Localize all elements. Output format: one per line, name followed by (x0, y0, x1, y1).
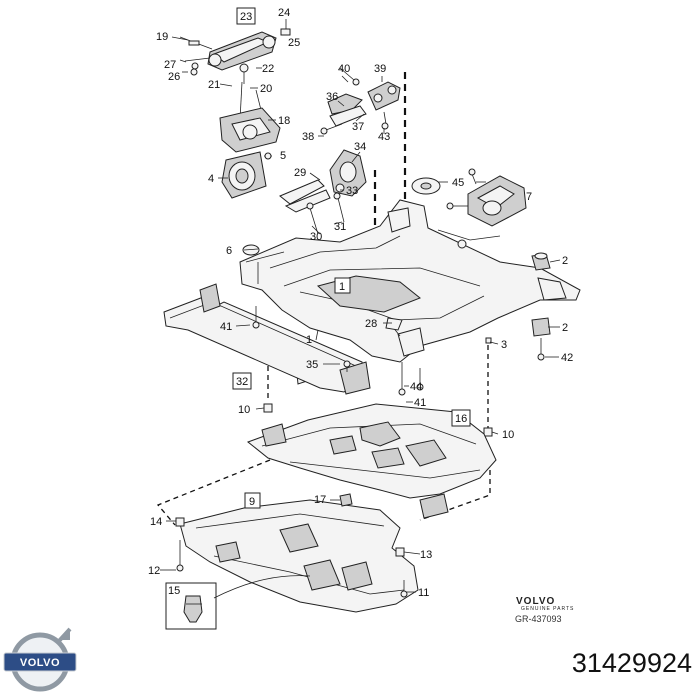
callout-28: 28 (365, 318, 377, 330)
bracket-assembly-upper-right (320, 67, 401, 135)
engine-splash-shield-upper (246, 403, 497, 519)
callout-31: 31 (334, 221, 346, 233)
callout-leader-lines (160, 36, 561, 593)
callout-20: 20 (260, 83, 272, 95)
callout-41-left: 41 (220, 321, 232, 333)
callout-12: 12 (148, 565, 160, 577)
callout-30: 30 (310, 231, 322, 243)
callout-2-top: 2 (562, 255, 568, 267)
part-number: 31429924 (572, 648, 692, 678)
callout-43: 43 (378, 131, 390, 143)
callout-27: 27 (164, 59, 176, 71)
logo-text: VOLVO (20, 657, 60, 669)
callout-26: 26 (168, 71, 180, 83)
bracket-assembly-center (279, 149, 367, 235)
callout-2-bottom: 2 (562, 322, 568, 334)
callout-45: 45 (452, 177, 464, 189)
callout-29: 29 (294, 167, 306, 179)
callout-6: 6 (226, 245, 232, 257)
callout-5: 5 (280, 150, 286, 162)
callout-1-boxed: 1 (339, 281, 345, 293)
engine-mount-right (411, 168, 527, 227)
callout-14: 14 (150, 516, 162, 528)
callout-18: 18 (278, 115, 290, 127)
callout-23: 23 (240, 11, 252, 23)
callout-32: 32 (236, 376, 248, 388)
callout-35: 35 (306, 359, 318, 371)
callout-10-right: 10 (502, 429, 514, 441)
callout-44: 44 (410, 381, 422, 393)
engine-splash-shield-lower (175, 493, 419, 613)
callout-42: 42 (561, 352, 573, 364)
callout-15: 15 (168, 585, 180, 597)
engine-mount-left (219, 63, 281, 199)
callout-41-right: 41 (414, 397, 426, 409)
callout-36: 36 (326, 91, 338, 103)
callout-7: 7 (526, 191, 532, 203)
callout-3: 3 (501, 339, 507, 351)
boxed-callouts (232, 7, 471, 509)
callout-16: 16 (455, 413, 467, 425)
callout-labels: 23 24 25 19 27 26 22 21 20 18 5 4 6 41 3… (148, 7, 573, 599)
brand-wordmark: VOLVO (516, 596, 555, 607)
callout-4: 4 (208, 173, 214, 185)
callout-39: 39 (374, 63, 386, 75)
diagram-reference: GR-437093 (515, 614, 562, 624)
callout-34: 34 (354, 141, 366, 153)
callout-9: 9 (249, 496, 255, 508)
callout-40: 40 (338, 63, 350, 75)
engine-mount-upper-rod (179, 19, 291, 76)
callout-22: 22 (262, 63, 274, 75)
callout-25: 25 (288, 37, 300, 49)
callout-17: 17 (314, 494, 326, 506)
callout-21: 21 (208, 79, 220, 91)
volvo-logo: VOLVO (3, 627, 77, 692)
callout-11: 11 (418, 587, 429, 599)
callout-37: 37 (352, 121, 364, 133)
callout-13: 13 (420, 549, 432, 561)
brand-subtext: GENUINE PARTS (521, 606, 574, 612)
clip-inset-panel (165, 575, 311, 630)
callout-10-left: 10 (238, 404, 250, 416)
callout-38: 38 (302, 131, 314, 143)
callout-19: 19 (156, 31, 168, 43)
fasteners (242, 244, 551, 437)
callout-24: 24 (278, 7, 290, 19)
front-crossmember (163, 283, 371, 395)
callout-33: 33 (346, 185, 358, 197)
callout-1-subframe: 1 (306, 334, 312, 346)
brand-reference-block: VOLVO GENUINE PARTS GR-437093 (515, 596, 574, 624)
